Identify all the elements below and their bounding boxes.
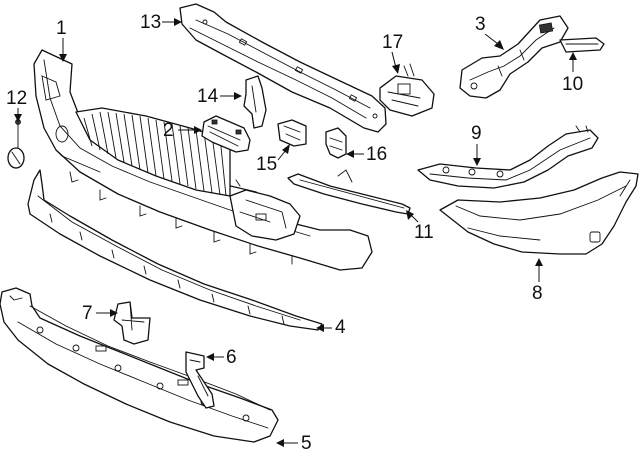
callout-label-17: 17 <box>382 32 403 53</box>
bracket-15 <box>277 119 307 147</box>
callout-label-4: 4 <box>335 317 346 338</box>
callout-14: 14 <box>197 86 242 107</box>
callout-label-2: 2 <box>163 120 174 141</box>
trim-strip <box>287 169 411 215</box>
callout-7: 7 <box>82 303 118 324</box>
callout-6: 6 <box>206 347 237 368</box>
callout-label-10: 10 <box>562 74 583 95</box>
callout-9: 9 <box>471 123 482 166</box>
callout-label-12: 12 <box>6 88 27 109</box>
sensor-module <box>379 63 435 117</box>
callout-label-5: 5 <box>301 433 312 454</box>
callout-label-9: 9 <box>471 123 482 144</box>
callout-label-16: 16 <box>366 144 387 165</box>
upper-corner-trim <box>417 125 599 189</box>
callout-16: 16 <box>346 144 387 165</box>
callout-label-3: 3 <box>475 14 486 35</box>
callout-3: 3 <box>475 14 504 50</box>
small-trim-piece <box>559 37 605 53</box>
corner-bracket <box>459 15 569 99</box>
bracket-7 <box>113 301 151 345</box>
callout-4: 4 <box>316 317 346 338</box>
callout-10: 10 <box>562 52 583 95</box>
fastener-clip <box>7 119 25 169</box>
callout-label-8: 8 <box>532 283 543 304</box>
callout-1: 1 <box>56 18 67 62</box>
callout-17: 17 <box>382 32 403 74</box>
callout-12: 12 <box>6 88 27 122</box>
callout-11: 11 <box>406 210 434 243</box>
bracket-6 <box>185 351 215 409</box>
callout-15: 15 <box>256 144 290 175</box>
upper-reinforcement-beam <box>179 3 387 133</box>
callout-label-15: 15 <box>256 154 277 175</box>
callout-label-13: 13 <box>140 12 161 33</box>
callout-label-1: 1 <box>56 18 67 39</box>
callout-13: 13 <box>140 12 182 33</box>
bracket-2 <box>201 115 251 153</box>
callout-label-6: 6 <box>226 347 237 368</box>
bracket-16 <box>325 127 347 159</box>
callout-label-14: 14 <box>197 86 219 107</box>
callout-2: 2 <box>163 120 202 141</box>
callout-label-11: 11 <box>414 222 434 243</box>
corner-cover <box>439 171 639 255</box>
grille-slats <box>83 111 227 197</box>
callout-8: 8 <box>532 258 543 304</box>
callout-label-7: 7 <box>82 303 93 324</box>
callout-5: 5 <box>276 433 312 454</box>
bracket-14 <box>243 75 267 129</box>
lower-lip-strip <box>27 169 323 331</box>
